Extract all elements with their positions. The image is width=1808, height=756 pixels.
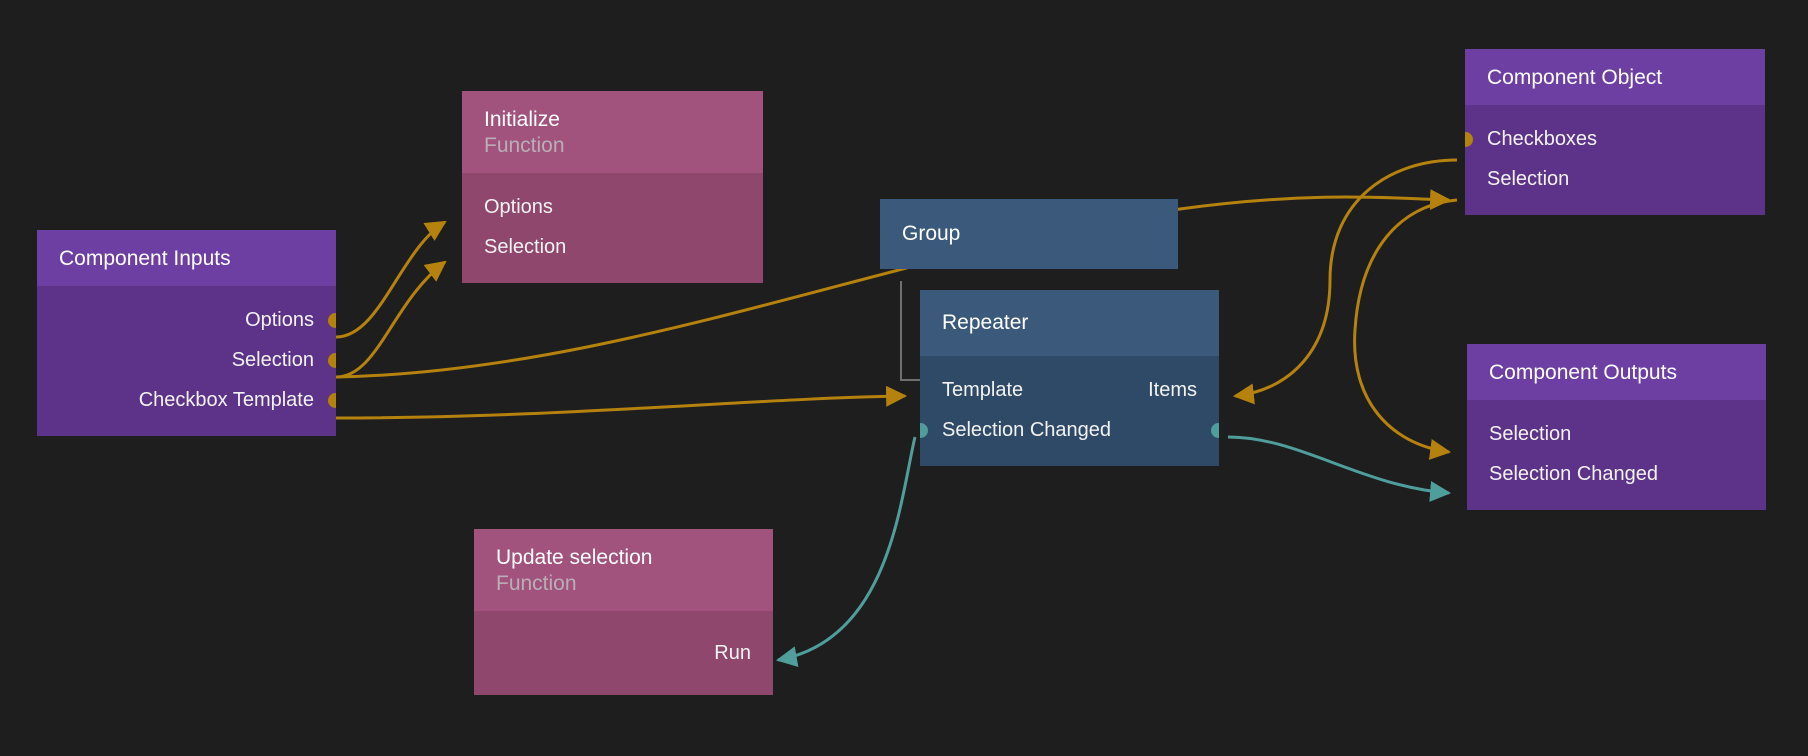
port-row-checkbox-template[interactable]: Checkbox Template [37,380,336,420]
port-label-update-run: Run [714,642,751,664]
port-dot-options[interactable] [328,312,336,328]
port-row-options[interactable]: Options [37,300,336,340]
port-dot-checkbox-template[interactable] [328,392,336,408]
node-title-update-selection: Update selection [496,546,653,569]
port-label-outputs-selection-changed: Selection Changed [1489,463,1659,485]
nesting-bracket-group-repeater [900,281,920,381]
edge-repeater-selchanged-to-outputs-selchanged [1227,435,1452,502]
node-header-component-inputs: Component Inputs [37,230,336,286]
node-body-update-selection: Run [474,611,773,695]
port-row-outputs-selection-changed[interactable]: Selection Changed [1467,454,1766,494]
node-header-component-object: Component Object [1465,49,1765,105]
port-label-repeater-template: Template [942,379,1024,401]
node-component-inputs[interactable]: Component Inputs Options Selection Check… [37,230,336,436]
port-label-checkbox-template: Checkbox Template [138,389,314,411]
port-dot-repeater-selection-changed-in[interactable] [920,422,928,438]
port-dot-object-checkboxes[interactable] [1465,131,1473,147]
port-dot-repeater-selection-changed-out[interactable] [1211,422,1219,438]
node-update-selection[interactable]: Update selection Function Run [474,529,773,695]
port-label-initialize-options: Options [484,196,553,218]
port-row-selection[interactable]: Selection [37,340,336,380]
node-title-component-inputs: Component Inputs [59,247,231,270]
port-label-selection: Selection [231,349,314,371]
edge-inputs-selection-to-initialize-selection [335,260,447,379]
node-initialize[interactable]: Initialize Function Options Selection [462,91,763,283]
node-header-component-outputs: Component Outputs [1467,344,1766,400]
node-repeater[interactable]: Repeater Template Items Selection Change… [920,290,1219,466]
port-dot-selection[interactable] [328,352,336,368]
port-row-object-selection[interactable]: Selection [1465,159,1765,199]
node-header-repeater: Repeater [920,290,1219,356]
node-group[interactable]: Group [880,199,1178,269]
node-header-initialize: Initialize Function [462,91,763,173]
node-title-component-outputs: Component Outputs [1489,361,1677,384]
node-title-initialize: Initialize [484,108,560,131]
port-row-update-run[interactable]: Run [474,633,773,673]
port-label-outputs-selection: Selection [1489,423,1572,445]
port-row-repeater-selection-changed[interactable]: Selection Changed [920,410,1219,450]
node-title-component-object: Component Object [1487,66,1663,89]
port-label-options: Options [245,309,314,331]
port-label-object-checkboxes: Checkboxes [1487,128,1598,150]
edge-repeater-selchanged-to-update-run [775,436,917,667]
node-component-outputs[interactable]: Component Outputs Selection Selection Ch… [1467,344,1766,510]
edge-inputs-options-to-initialize-options [335,220,447,339]
node-body-component-object: Checkboxes Selection [1465,105,1765,215]
port-label-initialize-selection: Selection [484,236,567,258]
port-label-repeater-items: Items [1148,379,1197,401]
node-component-object[interactable]: Component Object Checkboxes Selection [1465,49,1765,215]
edge-inputs-template-to-repeater-template [335,385,908,420]
edge-object-selection-to-outputs-selection [1353,198,1458,460]
port-row-object-checkboxes[interactable]: Checkboxes [1465,119,1765,159]
node-body-repeater: Template Items Selection Changed [920,356,1219,466]
port-label-object-selection: Selection [1487,168,1570,190]
node-subtitle-update-selection: Function [496,572,577,595]
node-body-component-outputs: Selection Selection Changed [1467,400,1766,510]
port-row-initialize-options[interactable]: Options [462,187,763,227]
node-title-repeater: Repeater [942,311,1029,334]
port-row-initialize-selection[interactable]: Selection [462,227,763,267]
port-row-outputs-selection[interactable]: Selection [1467,414,1766,454]
node-header-group: Group [880,199,1178,269]
node-subtitle-initialize: Function [484,134,565,157]
node-title-group: Group [902,222,961,245]
edge-object-checkboxes-to-repeater-items [1232,158,1458,405]
port-label-repeater-selection-changed: Selection Changed [942,419,1112,441]
node-header-update-selection: Update selection Function [474,529,773,611]
port-row-repeater-template-items[interactable]: Template Items [920,370,1219,410]
node-body-component-inputs: Options Selection Checkbox Template [37,286,336,436]
node-body-initialize: Options Selection [462,173,763,283]
